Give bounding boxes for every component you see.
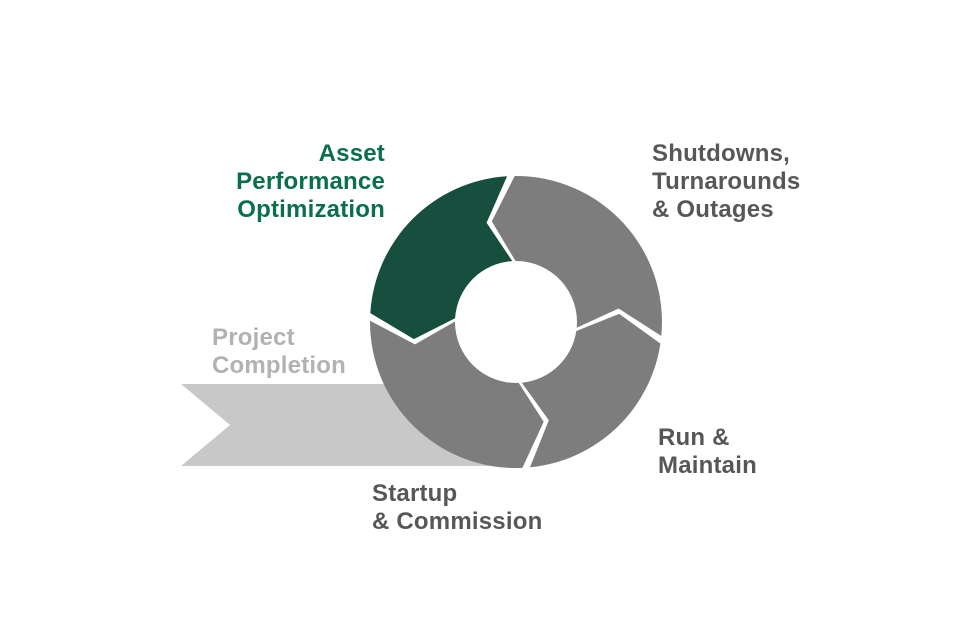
label-shutdowns-turnarounds-outages: Shutdowns, Turnarounds & Outages — [652, 140, 801, 223]
label-project-completion: Project Completion — [212, 324, 346, 379]
segment-shutdowns-turnarounds-outages — [491, 175, 662, 336]
label-run-maintain: Run & Maintain — [658, 424, 757, 479]
label-asset-performance-optimization: Asset Performance Optimization — [236, 140, 385, 223]
label-startup-commission: Startup & Commission — [372, 480, 543, 535]
segment-startup-commission — [369, 320, 544, 469]
segment-asset-performance-optimization — [370, 176, 513, 340]
segment-run-maintain — [521, 313, 661, 468]
